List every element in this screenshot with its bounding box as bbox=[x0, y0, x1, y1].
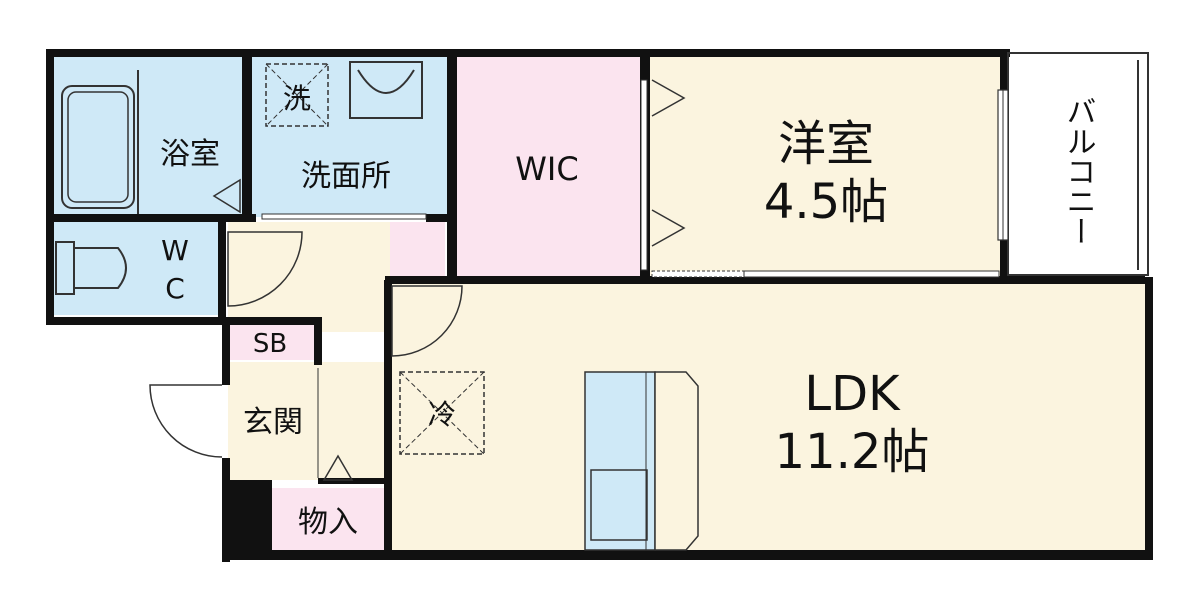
entrance-area bbox=[228, 362, 318, 480]
storage-area bbox=[272, 488, 384, 550]
bathtub bbox=[61, 85, 135, 209]
bath-door-icon bbox=[212, 178, 241, 214]
wic-door-upper bbox=[651, 79, 686, 117]
western-room-area bbox=[650, 55, 1005, 277]
wic-door-lower bbox=[651, 209, 686, 247]
wic-label: WIC bbox=[515, 150, 578, 188]
sb-area bbox=[228, 322, 314, 360]
hall-lower-area bbox=[318, 362, 388, 480]
wc-label-w: W bbox=[161, 234, 189, 267]
wc-label-c: C bbox=[165, 272, 185, 305]
fridge-label: 冷 bbox=[428, 398, 456, 431]
ldk-door-swing bbox=[391, 285, 463, 357]
bath-label: 浴室 bbox=[160, 137, 220, 172]
ldk-size: 11.2帖 bbox=[775, 424, 930, 480]
balcony-label: バルコニー bbox=[1061, 96, 1096, 246]
balcony-area bbox=[1005, 55, 1145, 277]
sb-label: SB bbox=[253, 329, 287, 359]
step-icon bbox=[322, 454, 354, 481]
kitchen-peninsula bbox=[654, 371, 699, 551]
washer-label: 洗 bbox=[283, 82, 311, 115]
ldk-area bbox=[390, 283, 1145, 550]
ldk-name: LDK bbox=[804, 366, 901, 422]
western-room-name: 洋室 bbox=[778, 116, 874, 172]
kitchen-sink bbox=[590, 469, 648, 541]
western-sliding-door bbox=[651, 270, 745, 278]
washroom-sliding-door bbox=[261, 213, 427, 220]
washer-pan bbox=[265, 63, 329, 127]
sink bbox=[349, 61, 423, 119]
toilet-bowl bbox=[73, 247, 127, 289]
kitchen-counter bbox=[584, 371, 656, 551]
western-room-size: 4.5帖 bbox=[764, 174, 888, 230]
wic-area bbox=[455, 55, 645, 277]
storage-label: 物入 bbox=[298, 505, 358, 540]
wc-area bbox=[52, 222, 220, 315]
entrance-label: 玄関 bbox=[243, 405, 303, 440]
wc-door-swing bbox=[227, 231, 303, 307]
entrance-door-swing bbox=[149, 384, 223, 458]
washroom-label: 洗面所 bbox=[301, 159, 391, 194]
hall-closet-area bbox=[390, 222, 445, 277]
fridge-space bbox=[399, 371, 485, 455]
bathroom-area bbox=[52, 55, 244, 217]
hallway-area bbox=[228, 222, 390, 332]
